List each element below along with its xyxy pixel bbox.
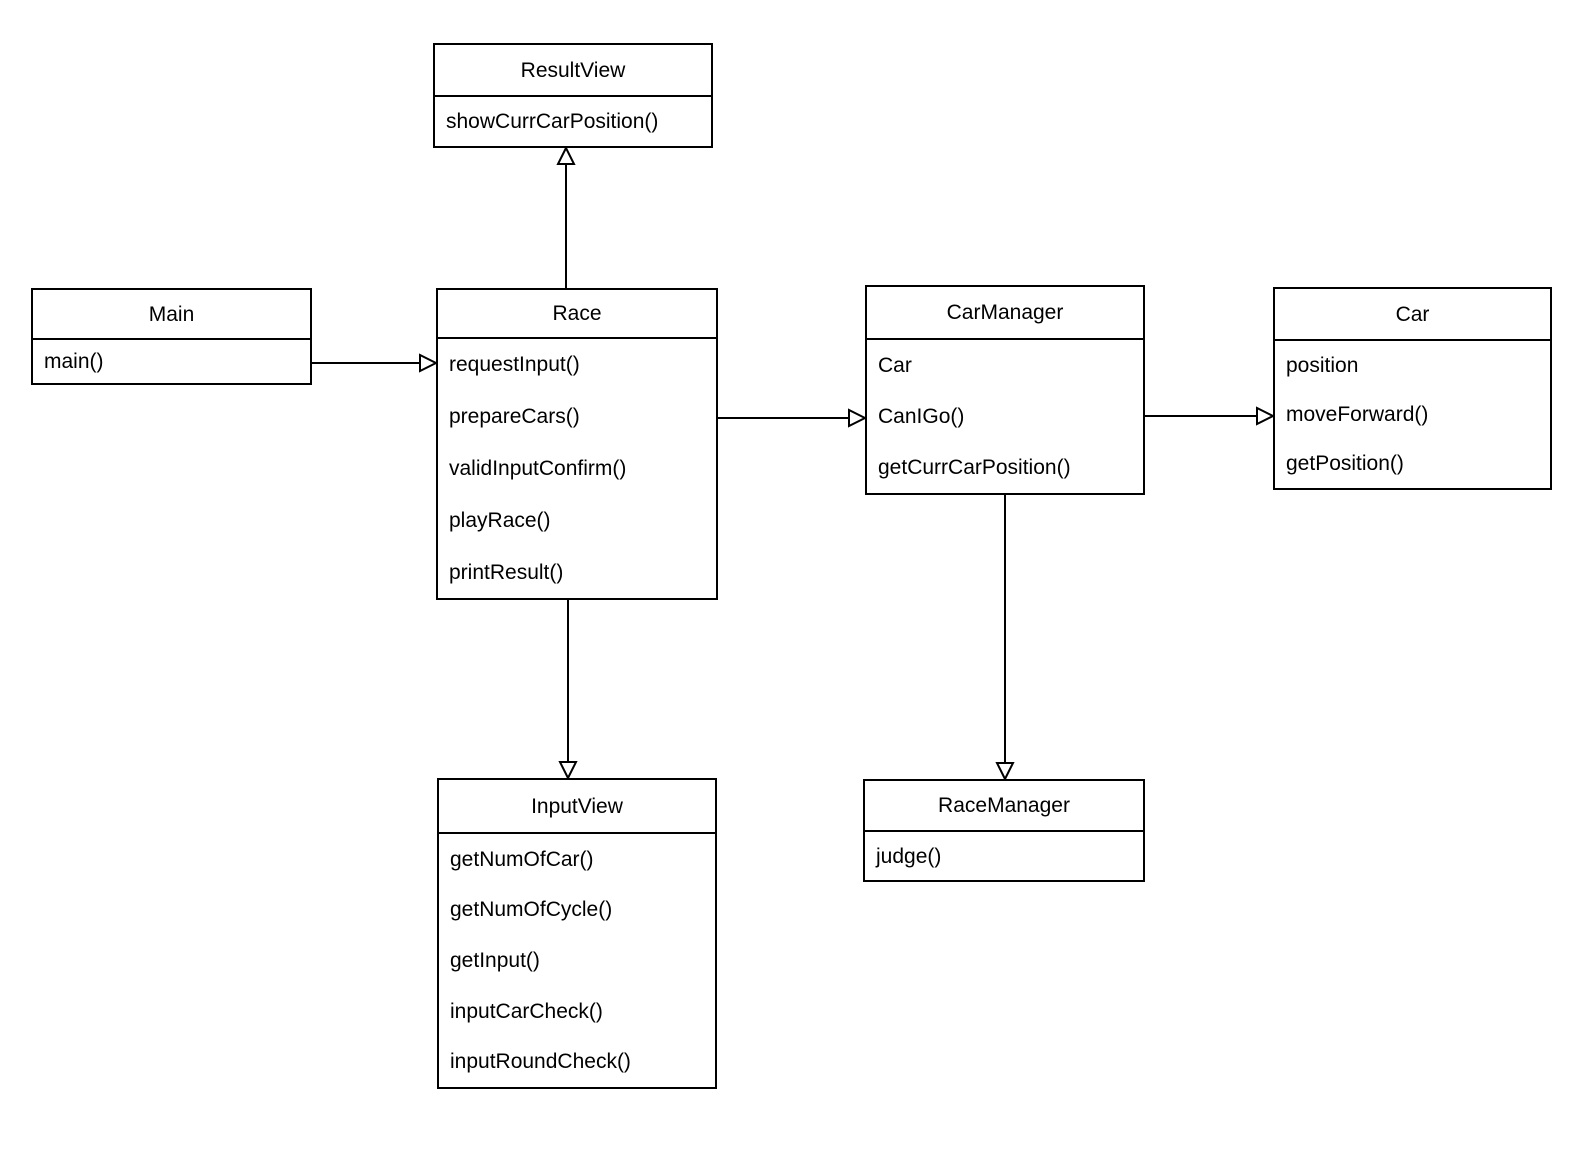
open-triangle-arrowhead (556, 145, 576, 165)
class-members: judge() (865, 832, 1143, 880)
class-members: main() (33, 340, 310, 383)
class-member: showCurrCarPosition() (446, 110, 659, 133)
class-box-carmanager: CarManager Car CanIGo() getCurrCarPositi… (865, 285, 1145, 495)
connector-race-to-inputview (558, 600, 578, 781)
class-members: getNumOfCar() getNumOfCycle() getInput()… (439, 834, 715, 1087)
class-members: showCurrCarPosition() (435, 97, 711, 146)
class-member: inputCarCheck() (450, 999, 603, 1023)
class-title: ResultView (435, 45, 711, 97)
class-member: getPosition() (1286, 452, 1404, 475)
class-box-resultview: ResultView showCurrCarPosition() (433, 43, 713, 148)
connector-carmanager-to-racemanager (995, 495, 1015, 782)
class-title: RaceManager (865, 781, 1143, 832)
class-member: validInputConfirm() (449, 456, 627, 480)
class-box-main: Main main() (31, 288, 312, 385)
connector-race-to-carmanager (718, 408, 868, 428)
connector-carmanager-to-car (1145, 406, 1276, 426)
class-members: Car CanIGo() getCurrCarPosition() (867, 340, 1143, 493)
class-member: Car (878, 354, 912, 377)
class-members: position moveForward() getPosition() (1275, 341, 1550, 488)
class-member: inputRoundCheck() (450, 1050, 631, 1074)
class-member: main() (44, 350, 104, 373)
connector-race-to-resultview (556, 145, 576, 288)
class-members: requestInput() prepareCars() validInputC… (438, 339, 716, 598)
class-box-racemanager: RaceManager judge() (863, 779, 1145, 882)
class-box-inputview: InputView getNumOfCar() getNumOfCycle() … (437, 778, 717, 1089)
class-member: requestInput() (449, 353, 580, 377)
class-member: getCurrCarPosition() (878, 456, 1071, 479)
class-member: position (1286, 354, 1359, 377)
class-member: getInput() (450, 948, 540, 972)
class-member: prepareCars() (449, 405, 580, 429)
class-member: judge() (876, 844, 942, 868)
class-title: Race (438, 290, 716, 339)
class-member: moveForward() (1286, 403, 1429, 426)
class-member: getNumOfCar() (450, 847, 594, 871)
class-member: getNumOfCycle() (450, 898, 613, 922)
connector-main-to-race (312, 353, 439, 373)
open-triangle-arrowhead (995, 762, 1015, 782)
class-title: CarManager (867, 287, 1143, 340)
open-triangle-arrowhead (558, 761, 578, 781)
class-member: CanIGo() (878, 405, 965, 428)
class-member: playRace() (449, 508, 551, 532)
class-box-race: Race requestInput() prepareCars() validI… (436, 288, 718, 600)
class-title: Main (33, 290, 310, 340)
open-triangle-arrowhead (848, 408, 868, 428)
open-triangle-arrowhead (1256, 406, 1276, 426)
class-title: InputView (439, 780, 715, 834)
class-member: printResult() (449, 560, 564, 584)
class-box-car: Car position moveForward() getPosition() (1273, 287, 1552, 490)
open-triangle-arrowhead (419, 353, 439, 373)
class-title: Car (1275, 289, 1550, 341)
